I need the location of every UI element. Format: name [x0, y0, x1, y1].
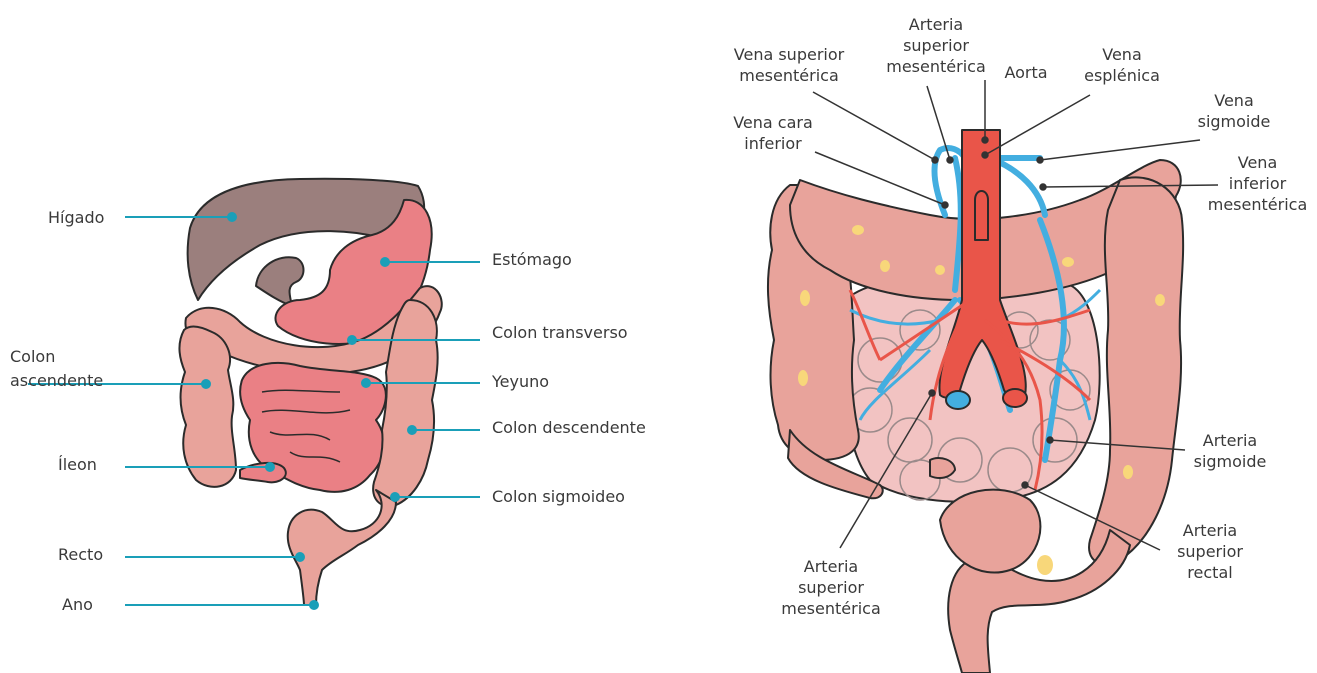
label-arteria-sup-mes-bot-line3: mesentérica: [771, 598, 891, 619]
label-vena-sigmoide-line1: Vena: [1184, 90, 1284, 111]
label-arteria-sup-mes-top-line2: superior: [876, 35, 996, 56]
label-estomago: Estómago: [492, 249, 572, 270]
label-arteria-sup-mes-top: Arteria superior mesentérica: [876, 14, 996, 77]
label-colon-transverso: Colon transverso: [492, 322, 628, 343]
label-aorta: Aorta: [996, 62, 1056, 83]
label-vena-inf-mes-line1: Vena: [1200, 152, 1315, 173]
label-vena-esplenica: Vena esplénica: [1072, 44, 1172, 86]
label-colon-ascendente-2: ascendente: [10, 370, 103, 391]
label-arteria-sup-mes-top-line1: Arteria: [876, 14, 996, 35]
label-colon-descendente: Colon descendente: [492, 417, 646, 438]
label-recto: Recto: [58, 544, 103, 565]
label-colon-sigmoideo: Colon sigmoideo: [492, 486, 625, 507]
label-vena-inf-mes-line2: inferior: [1200, 173, 1315, 194]
label-arteria-sup-rectal: Arteria superior rectal: [1160, 520, 1260, 583]
left-iliac-artery-end: [1003, 389, 1027, 407]
inferior-mesenteric-artery: [975, 191, 988, 240]
label-arteria-sup-mes-bot-line1: Arteria: [771, 556, 891, 577]
rectum-bulge: [940, 490, 1040, 573]
label-vena-sigmoide-line2: sigmoide: [1184, 111, 1284, 132]
label-vena-cara-inf-line2: inferior: [718, 133, 828, 154]
label-arteria-sigmoide-line1: Arteria: [1180, 430, 1280, 451]
label-ileon: Íleon: [58, 454, 97, 475]
label-vena-inf-mes: Vena inferior mesentérica: [1200, 152, 1315, 215]
sigmoid-colon: [288, 490, 396, 605]
label-vena-esplenica-line1: Vena: [1072, 44, 1172, 65]
label-vena-sup-mes: Vena superior mesentérica: [714, 44, 864, 86]
label-vena-cara-inf-line1: Vena cara: [718, 112, 828, 133]
label-arteria-sup-mes-bot: Arteria superior mesentérica: [771, 556, 891, 619]
label-vena-inf-mes-line3: mesentérica: [1200, 194, 1315, 215]
ascending-colon: [179, 326, 236, 486]
label-ano: Ano: [62, 594, 93, 615]
label-arteria-sigmoide-line2: sigmoide: [1180, 451, 1280, 472]
ileum: [240, 463, 286, 482]
appendix: [930, 458, 955, 478]
label-vena-sup-mes-line2: mesentérica: [714, 65, 864, 86]
label-arteria-sup-rectal-line1: Arteria: [1160, 520, 1260, 541]
label-colon-ascendente-1: Colon: [10, 346, 55, 367]
label-arteria-sup-rectal-line2: superior: [1160, 541, 1260, 562]
label-vena-sup-mes-line1: Vena superior: [714, 44, 864, 65]
label-yeyuno: Yeyuno: [492, 371, 549, 392]
label-arteria-sup-mes-bot-line2: superior: [771, 577, 891, 598]
label-arteria-sup-rectal-line3: rectal: [1160, 562, 1260, 583]
right-iliac-vein-end: [946, 391, 970, 409]
label-vena-cara-inf: Vena cara inferior: [718, 112, 828, 154]
label-arteria-sigmoide: Arteria sigmoide: [1180, 430, 1280, 472]
label-vena-esplenica-line2: esplénica: [1072, 65, 1172, 86]
gallbladder: [256, 257, 304, 306]
label-higado: Hígado: [48, 207, 104, 228]
label-arteria-sup-mes-top-line3: mesentérica: [876, 56, 996, 77]
label-vena-sigmoide: Vena sigmoide: [1184, 90, 1284, 132]
left-digestive-diagram: [179, 179, 441, 605]
